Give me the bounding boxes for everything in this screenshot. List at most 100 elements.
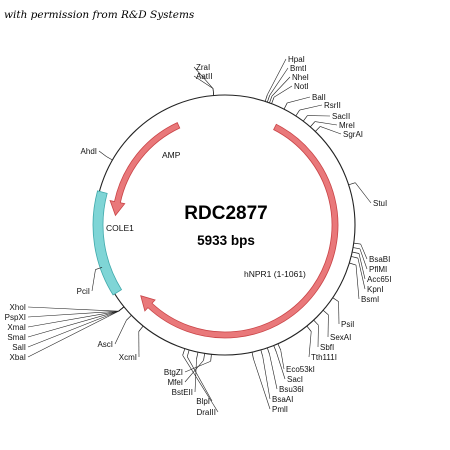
- site-leader: [271, 76, 291, 97]
- site-bsteii: BstEII: [172, 352, 199, 397]
- site-label: BalI: [312, 93, 326, 102]
- site-label: BlpI: [196, 397, 210, 406]
- site-label: AatII: [196, 72, 212, 81]
- site-tick: [349, 262, 357, 266]
- site-label: KpnI: [367, 285, 383, 294]
- site-label: Bsu36I: [279, 385, 304, 394]
- site-label: NotI: [294, 82, 309, 91]
- site-label: SmaI: [7, 333, 26, 342]
- site-tick: [313, 319, 319, 326]
- site-sbfi: SbfI: [313, 319, 334, 352]
- site-label: BsaBI: [369, 255, 390, 264]
- site-bsmi: BsmI: [349, 262, 379, 304]
- site-leader: [314, 121, 338, 126]
- site-tick: [353, 242, 361, 245]
- site-rsrii: RsrII: [295, 101, 341, 117]
- site-leader: [193, 66, 214, 89]
- site-label: SexAI: [330, 333, 351, 342]
- site-leader: [27, 310, 119, 318]
- site-leader: [276, 351, 286, 380]
- site-label: ZraI: [196, 63, 210, 72]
- site-tick: [251, 352, 254, 360]
- site-label: DraIII: [196, 408, 216, 417]
- site-tick: [266, 347, 270, 355]
- site-label: SacII: [332, 112, 350, 121]
- site-tick: [322, 310, 329, 316]
- cole1-origin-feature: [92, 190, 123, 296]
- site-label: XbaI: [10, 353, 26, 362]
- site-leader: [299, 104, 323, 111]
- site-nhei: NheI: [269, 73, 309, 103]
- site-aatii: AatII: [193, 72, 215, 96]
- site-tick: [352, 251, 360, 254]
- site-tick: [210, 354, 212, 362]
- site-bali: BalI: [283, 93, 326, 110]
- site-leader: [308, 331, 312, 358]
- site-tick: [273, 345, 277, 353]
- site-leader: [27, 306, 119, 312]
- site-leader: [269, 354, 278, 390]
- site-leader: [194, 358, 197, 393]
- site-leader: [91, 269, 96, 292]
- site-label: MfeI: [167, 378, 183, 387]
- site-tick: [271, 96, 275, 104]
- site-tick: [260, 349, 264, 357]
- site-tick: [302, 115, 308, 122]
- site-leader: [27, 310, 119, 348]
- site-tick: [315, 126, 321, 132]
- site-leader: [355, 182, 372, 204]
- site-xbai: XbaI: [10, 306, 125, 362]
- site-acc65i: Acc65I: [352, 251, 391, 284]
- site-label: AhdI: [81, 147, 97, 156]
- site-leader: [253, 358, 271, 410]
- site-blpi: BlpI: [186, 349, 213, 406]
- site-tick: [138, 325, 144, 332]
- site-kpni: KpnI: [351, 256, 383, 294]
- site-tick: [310, 121, 316, 128]
- site-label: PflMI: [369, 265, 387, 274]
- site-label: Tth111I: [311, 353, 337, 362]
- site-tick: [352, 247, 360, 250]
- site-noti: NotI: [271, 82, 309, 104]
- site-stui: StuI: [348, 182, 387, 208]
- site-label: XhoI: [10, 303, 26, 312]
- site-label: Eco53kI: [286, 365, 315, 374]
- plasmid-backbone: [94, 94, 356, 356]
- site-leader: [280, 350, 285, 370]
- amp-label: AMP: [162, 150, 181, 160]
- site-label: SbfI: [320, 343, 334, 352]
- restriction-sites: ZraIAatIIHpaIBmtINheINotIBalIRsrIISacIIM…: [5, 55, 392, 417]
- site-asci: AscI: [97, 315, 132, 349]
- site-label: SgrAI: [343, 130, 363, 139]
- plasmid-size: 5933 bps: [197, 233, 255, 248]
- site-label: PspXI: [5, 313, 26, 322]
- site-tick: [306, 325, 312, 332]
- site-ahdi: AhdI: [81, 147, 113, 161]
- site-psii: PsiI: [332, 297, 354, 329]
- site-hpai: HpaI: [264, 55, 305, 102]
- site-leader: [182, 355, 219, 413]
- site-label: PciI: [77, 287, 90, 296]
- cole1-label: COLE1: [106, 223, 134, 233]
- site-mrei: MreI: [310, 121, 355, 130]
- site-leader: [27, 310, 119, 338]
- site-saci: SacI: [273, 345, 303, 384]
- site-tick: [283, 102, 288, 110]
- site-leader: [98, 150, 107, 157]
- site-tick: [266, 95, 270, 103]
- site-label: PsiI: [341, 320, 354, 329]
- site-label: PmlI: [272, 405, 288, 414]
- plasmid-name: RDC2877: [184, 203, 267, 224]
- site-bmti: BmtI: [266, 64, 306, 103]
- site-pmli: PmlI: [251, 352, 288, 414]
- site-tick: [182, 348, 186, 356]
- site-xhoi: XhoI: [10, 303, 125, 312]
- site-tick: [203, 353, 206, 361]
- site-label: BsaAI: [272, 395, 293, 404]
- site-label: HpaI: [288, 55, 305, 64]
- site-tick: [264, 94, 268, 102]
- site-leader: [360, 243, 368, 260]
- site-leader: [355, 265, 360, 300]
- site-label: StuI: [373, 199, 387, 208]
- site-pcii: PciI: [77, 266, 103, 296]
